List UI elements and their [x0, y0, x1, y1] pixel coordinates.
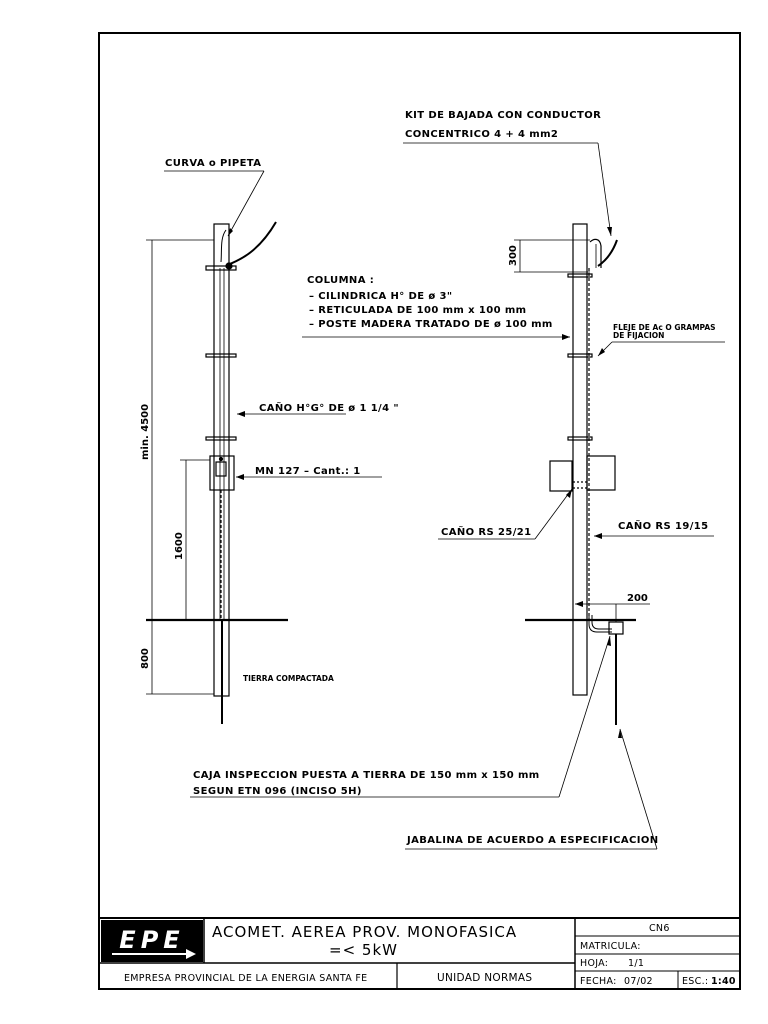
kit-label-line2: CONCENTRICO 4 + 4 mm2: [405, 129, 558, 140]
mn127-label: MN 127 – Cant.: 1: [255, 466, 361, 477]
columna-title: COLUMNA :: [307, 275, 374, 286]
title-line-2: =< 5kW: [329, 941, 398, 959]
epe-logo-arrowhead: [186, 949, 196, 959]
hoja-label: HOJA:: [580, 958, 608, 969]
caja-label-line1: CAJA INSPECCION PUESTA A TIERRA DE 150 m…: [193, 770, 540, 781]
title-block: [99, 917, 740, 989]
fecha-value: 07/02: [624, 976, 653, 987]
curva-label: CURVA o PIPETA: [165, 158, 261, 169]
dimension-300: 300: [508, 245, 519, 266]
matricula-label: MATRICULA:: [580, 941, 641, 952]
fecha-label: FECHA:: [580, 976, 617, 987]
escala-label: ESC.:: [682, 976, 708, 987]
columna-option-3: – POSTE MADERA TRATADO DE ø 100 mm: [309, 319, 553, 330]
escala-value: 1:40: [711, 976, 736, 987]
columna-option-2: – RETICULADA DE 100 mm x 100 mm: [309, 305, 526, 316]
left-arrowheads: [228, 228, 245, 480]
hoja-value: 1/1: [628, 958, 644, 969]
title-line-1: ACOMET. AEREA PROV. MONOFASICA: [212, 923, 517, 941]
dimension-1600: 1600: [174, 532, 185, 560]
dimension-200: 200: [627, 593, 648, 604]
cano-hg-label: CAÑO H°G° DE ø 1 1/4 ": [259, 401, 399, 414]
right-arrowheads: [562, 227, 622, 738]
dimension-min4500: min. 4500: [140, 404, 151, 460]
left-assembly: [146, 170, 382, 724]
sheet-border: [98, 32, 741, 990]
kit-label-line1: KIT DE BAJADA CON CONDUCTOR: [405, 110, 601, 121]
unit-name: UNIDAD NORMAS: [437, 972, 532, 984]
tierra-label: TIERRA COMPACTADA: [243, 674, 334, 683]
fleje-label-line2: DE FIJACION: [613, 331, 664, 340]
cano-rs2521-label: CAÑO RS 25/21: [441, 525, 532, 538]
caja-label-line2: SEGUN ETN 096 (INCISO 5H): [193, 786, 362, 797]
jabalina-label: JABALINA DE ACUERDO A ESPECIFICACION: [406, 835, 659, 846]
epe-logo: EPE: [119, 926, 184, 954]
cano-rs1915-label: CAÑO RS 19/15: [618, 519, 709, 532]
right-assembly: [190, 142, 725, 850]
company-name: EMPRESA PROVINCIAL DE LA ENERGIA SANTA F…: [124, 973, 367, 984]
drawing-code: CN6: [649, 923, 670, 934]
columna-option-1: – CILINDRICA H° DE ø 3": [309, 291, 452, 302]
fleje-label-line1: FLEJE DE Ac O GRAMPAS: [613, 323, 716, 332]
dimension-800: 800: [140, 648, 151, 669]
